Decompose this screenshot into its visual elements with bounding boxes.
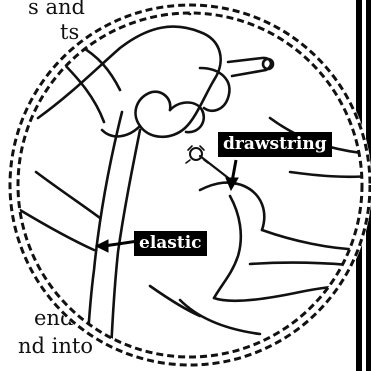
- drawstring-label: drawstring: [218, 132, 332, 157]
- elastic-label: elastic: [134, 231, 207, 256]
